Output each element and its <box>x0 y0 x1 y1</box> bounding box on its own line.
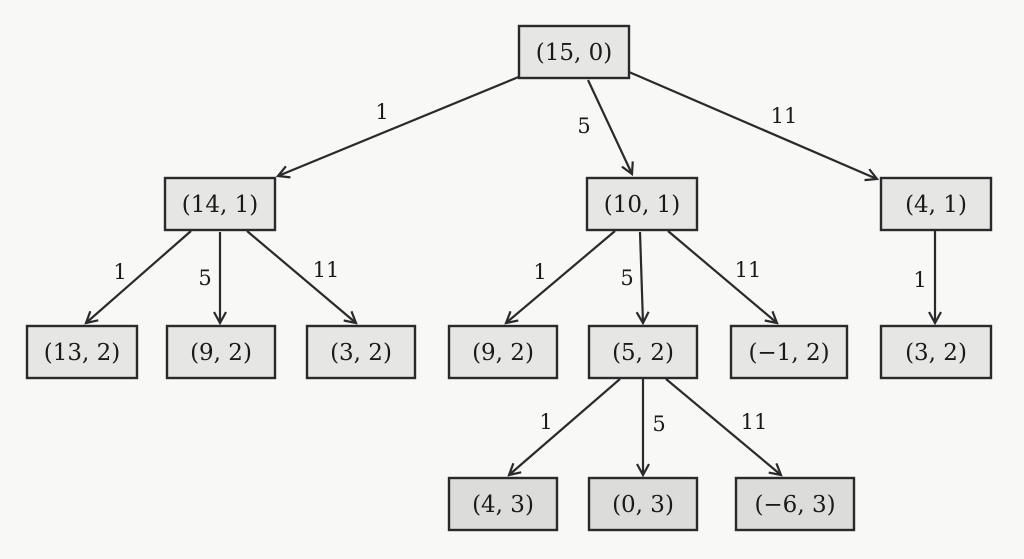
edge-n0-n3 <box>628 70 877 179</box>
node-label: (10, 1) <box>604 192 680 218</box>
edge-arrow <box>628 70 877 179</box>
edge-arrow <box>509 378 621 475</box>
edge-arrow <box>86 230 192 323</box>
node-box <box>734 476 856 532</box>
edge-weight-label: 5 <box>620 266 633 290</box>
edges-layer <box>86 70 935 475</box>
tree-node-n4: (13, 2) <box>25 324 139 380</box>
node-label: (−6, 3) <box>754 492 835 518</box>
tree-node-n0: (15, 0) <box>517 24 631 80</box>
tree-node-n13: (−6, 3) <box>734 476 856 532</box>
edge-arrow <box>278 74 522 176</box>
edge-weight-label: 11 <box>313 258 340 282</box>
edge-n1-n4 <box>86 230 192 323</box>
node-box <box>729 324 849 380</box>
node-label: (3, 2) <box>905 340 967 366</box>
node-box <box>587 324 699 380</box>
edge-weight-label: 5 <box>577 114 590 138</box>
node-label: (15, 0) <box>536 40 612 66</box>
tree-node-n11: (4, 3) <box>447 476 559 532</box>
edge-n1-n6 <box>246 230 356 323</box>
node-label: (9, 2) <box>190 340 252 366</box>
node-label: (−1, 2) <box>748 340 829 366</box>
node-label: (3, 2) <box>330 340 392 366</box>
edge-weight-label: 5 <box>652 412 665 436</box>
node-label: (0, 3) <box>612 492 674 518</box>
edge-weight-label: 1 <box>913 268 926 292</box>
edge-weight-label: 1 <box>375 100 388 124</box>
node-box <box>165 324 277 380</box>
tree-node-n5: (9, 2) <box>165 324 277 380</box>
tree-node-n7: (9, 2) <box>447 324 559 380</box>
edge-weight-label: 1 <box>113 260 126 284</box>
node-box <box>879 176 993 232</box>
edge-n2-n9 <box>667 230 777 323</box>
edge-n0-n1 <box>278 74 522 176</box>
edge-n0-n2 <box>587 79 632 174</box>
edge-n2-n7 <box>506 230 616 323</box>
node-label: (4, 3) <box>472 492 534 518</box>
edge-weight-label: 11 <box>741 410 768 434</box>
tree-node-n10: (3, 2) <box>879 324 993 380</box>
edge-arrow <box>667 230 777 323</box>
edge-weight-label: 5 <box>198 266 211 290</box>
tree-node-n9: (−1, 2) <box>729 324 849 380</box>
node-box <box>25 324 139 380</box>
node-box <box>587 476 699 532</box>
tree-node-n12: (0, 3) <box>587 476 699 532</box>
node-label: (4, 1) <box>905 192 967 218</box>
node-box <box>879 324 993 380</box>
node-box <box>517 24 631 80</box>
node-box <box>305 324 417 380</box>
nodes-layer: (15, 0) (14, 1) (10, 1) (4, 1) (13, 2) (9, 2)… <box>25 24 993 532</box>
tree-node-n2: (10, 1) <box>585 176 699 232</box>
tree-node-n1: (14, 1) <box>163 176 277 232</box>
node-label: (9, 2) <box>472 340 534 366</box>
edge-weight-label: 11 <box>735 258 762 282</box>
edge-n8-n11 <box>509 378 621 475</box>
edge-n2-n8 <box>640 231 643 323</box>
edge-arrow <box>506 230 616 323</box>
edge-arrow <box>246 230 356 323</box>
edge-n8-n13 <box>665 378 781 475</box>
node-box <box>447 324 559 380</box>
edge-arrow <box>640 231 643 323</box>
node-box <box>585 176 699 232</box>
tree-node-n3: (4, 1) <box>879 176 993 232</box>
edge-weight-label: 11 <box>771 104 798 128</box>
edge-arrow <box>665 378 781 475</box>
node-label: (14, 1) <box>182 192 258 218</box>
edge-arrow <box>587 79 632 174</box>
node-label: (13, 2) <box>44 340 120 366</box>
node-box <box>447 476 559 532</box>
tree-node-n6: (3, 2) <box>305 324 417 380</box>
node-box <box>163 176 277 232</box>
edge-weight-label: 1 <box>539 410 552 434</box>
edge-weight-label: 1 <box>533 260 546 284</box>
node-label: (5, 2) <box>612 340 674 366</box>
tree-node-n8: (5, 2) <box>587 324 699 380</box>
